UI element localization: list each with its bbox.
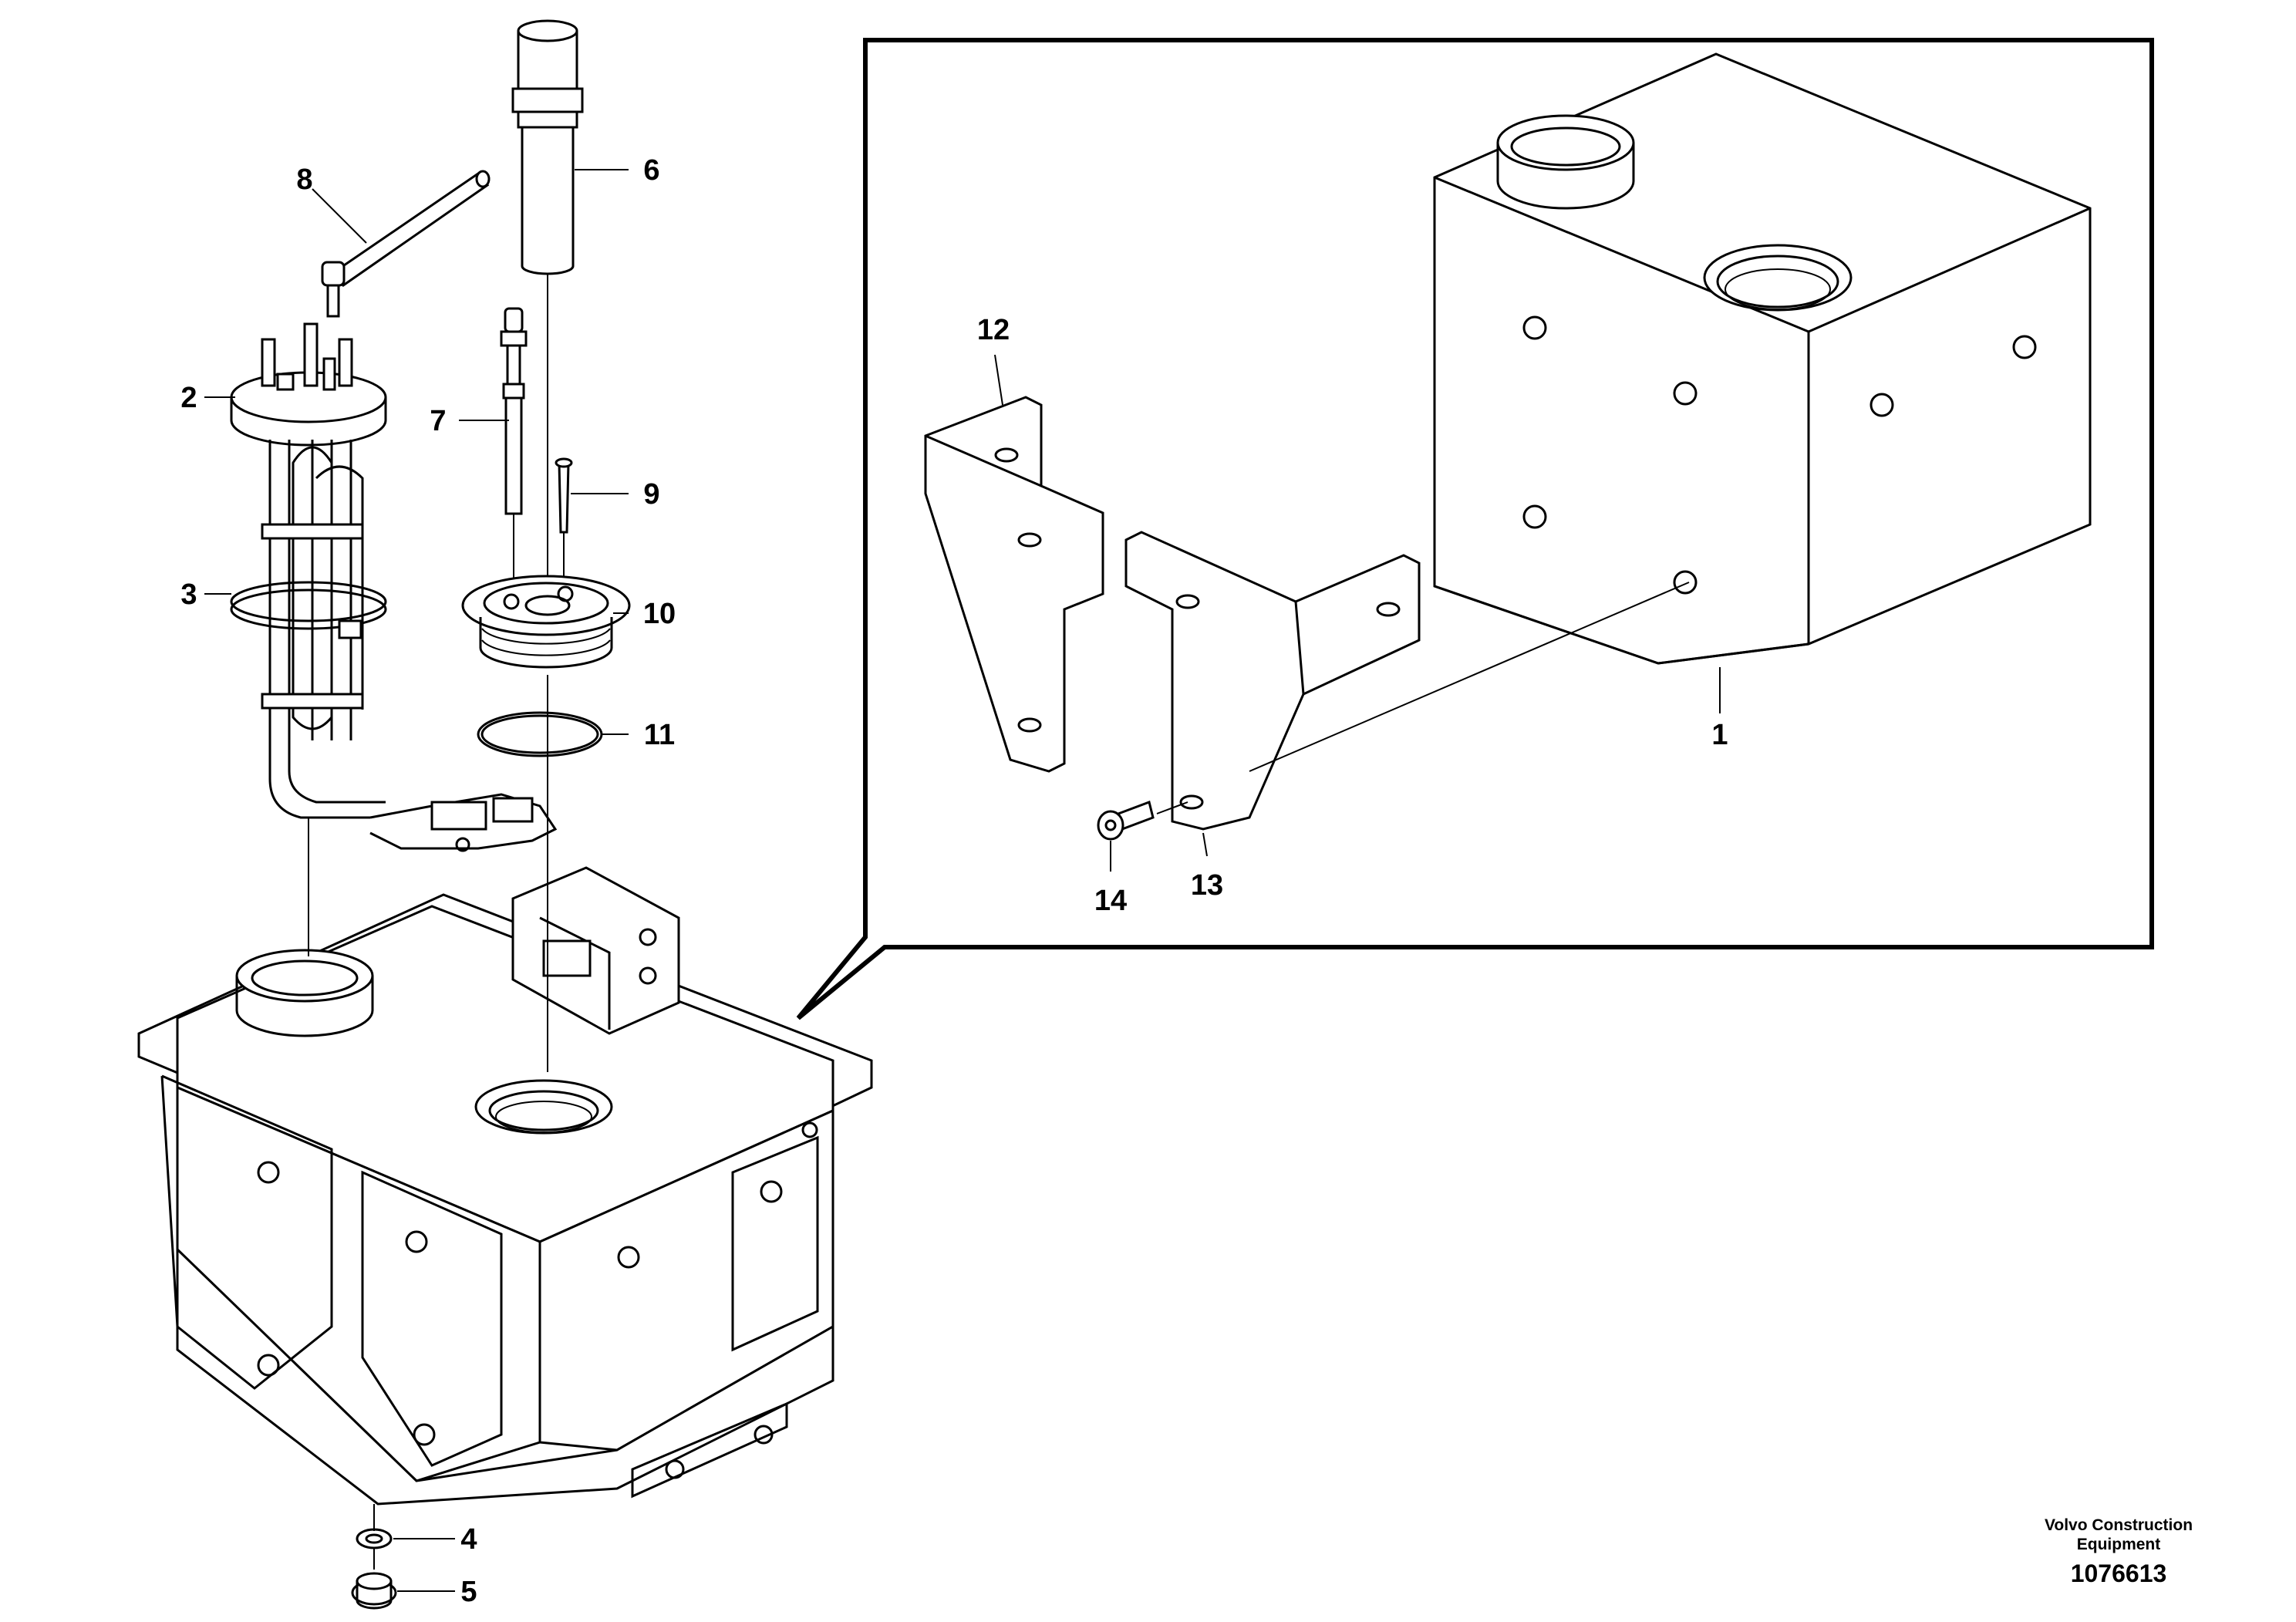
callout-9: 9 [643,478,659,511]
sender-head [230,322,387,447]
mounting-clamp [230,581,387,639]
callout-14: 14 [1094,885,1127,917]
sensor-module [511,866,680,1035]
detail-screw [1097,801,1155,841]
threaded-flange [461,575,631,669]
callout-5: 5 [460,1576,477,1608]
callout-13: 13 [1191,869,1223,902]
callout-11: 11 [644,719,675,751]
callout-2: 2 [180,382,197,414]
leader-8 [312,188,367,244]
locking-pin [555,457,573,534]
leader-lines [204,169,1721,1592]
o-ring [477,711,603,757]
breather-hose [321,170,491,318]
detail-tank [1433,52,2092,665]
callout-4: 4 [460,1523,477,1556]
callout-8: 8 [296,164,312,196]
tube-bundle [261,440,386,819]
drain-plug [351,1572,397,1610]
leader-13 [1202,832,1208,857]
detail-bracket-right [1124,531,1421,831]
filler-tube [511,19,584,275]
detail-bracket-left [924,396,1104,773]
callout-6: 6 [643,154,659,187]
main-tank [137,893,873,1506]
callout-1: 1 [1711,719,1728,751]
drawing-number: 1076613 [2070,1560,2167,1587]
callout-12: 12 [977,314,1010,346]
drain-washer [356,1528,393,1549]
level-sensor-harness [369,793,558,852]
footer-division: Equipment [2076,1536,2161,1553]
callout-3: 3 [180,578,197,611]
leader-12 [994,354,1003,406]
footer-company: Volvo Construction [2044,1516,2193,1534]
callout-7: 7 [430,405,446,437]
detail-view-frame [796,38,2154,1020]
suction-tube [500,307,528,515]
callout-10: 10 [643,598,676,630]
